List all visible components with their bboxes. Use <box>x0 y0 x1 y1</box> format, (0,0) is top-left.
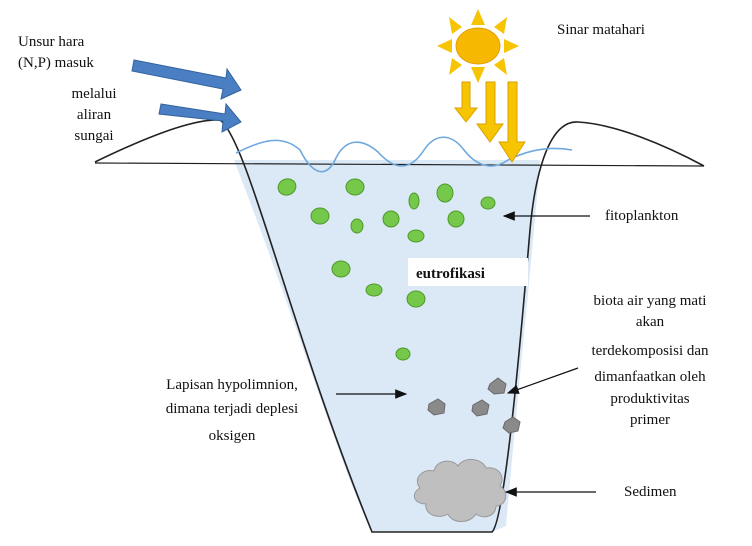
dead-biota-label: biota air yang mati akan terdekomposisi … <box>591 293 709 428</box>
phytoplankton-cell-icon <box>409 193 419 209</box>
sunlight-label: Sinar matahari <box>557 22 645 38</box>
dead-biota-label-line: dimanfaatkan oleh <box>594 369 706 385</box>
dead-biota-label-line: primer <box>630 412 670 428</box>
hypolimnion-label-line: Lapisan hypolimnion, <box>166 377 298 393</box>
phytoplankton-cell-icon <box>396 348 410 360</box>
sunlight-arrow-left <box>455 82 477 122</box>
nutrient-label-line: (N,P) masuk <box>18 55 94 71</box>
phytoplankton-cell-icon <box>481 197 495 209</box>
phytoplankton-cell-icon <box>448 211 464 227</box>
dead-biota-label-line: akan <box>636 314 665 330</box>
sediment-label: Sedimen <box>624 484 677 500</box>
nutrient-label: Unsur hara (N,P) masuk melalui aliran su… <box>18 34 117 144</box>
nutrient-inflow-arrow-top <box>132 60 241 99</box>
phytoplankton-cell-icon <box>408 230 424 242</box>
phytoplankton-cell-icon <box>351 219 363 233</box>
sunlight-arrow-right <box>499 82 525 162</box>
dead-biota-label-line: biota air yang mati <box>594 293 707 309</box>
sun-icon <box>437 9 519 83</box>
sunlight-arrows <box>455 82 525 162</box>
nutrient-label-line: aliran <box>77 107 112 123</box>
nutrient-label-line: Unsur hara <box>18 34 85 50</box>
dead-biota-label-line: produktivitas <box>610 391 689 407</box>
phytoplankton-label: fitoplankton <box>605 208 679 224</box>
phytoplankton-cell-icon <box>366 284 382 296</box>
nutrient-label-line: sungai <box>74 128 113 144</box>
phytoplankton-cell-icon <box>332 261 350 277</box>
nutrient-inflow-arrow-bottom <box>159 104 241 132</box>
phytoplankton-cell-icon <box>383 211 399 227</box>
dead-biota-label-line: terdekomposisi dan <box>591 343 709 359</box>
eutrophication-label: eutrofikasi <box>416 266 485 282</box>
phytoplankton-cell-icon <box>311 208 329 224</box>
hypolimnion-label-line: dimana terjadi deplesi <box>166 401 298 417</box>
hypolimnion-label-line: oksigen <box>209 428 256 444</box>
sunlight-arrow-middle <box>477 82 503 142</box>
hypolimnion-label: Lapisan hypolimnion, dimana terjadi depl… <box>166 377 298 444</box>
nutrient-label-line: melalui <box>72 86 117 102</box>
phytoplankton-cell-icon <box>407 291 425 307</box>
phytoplankton-cell-icon <box>437 184 453 202</box>
phytoplankton-cell-icon <box>346 179 364 195</box>
